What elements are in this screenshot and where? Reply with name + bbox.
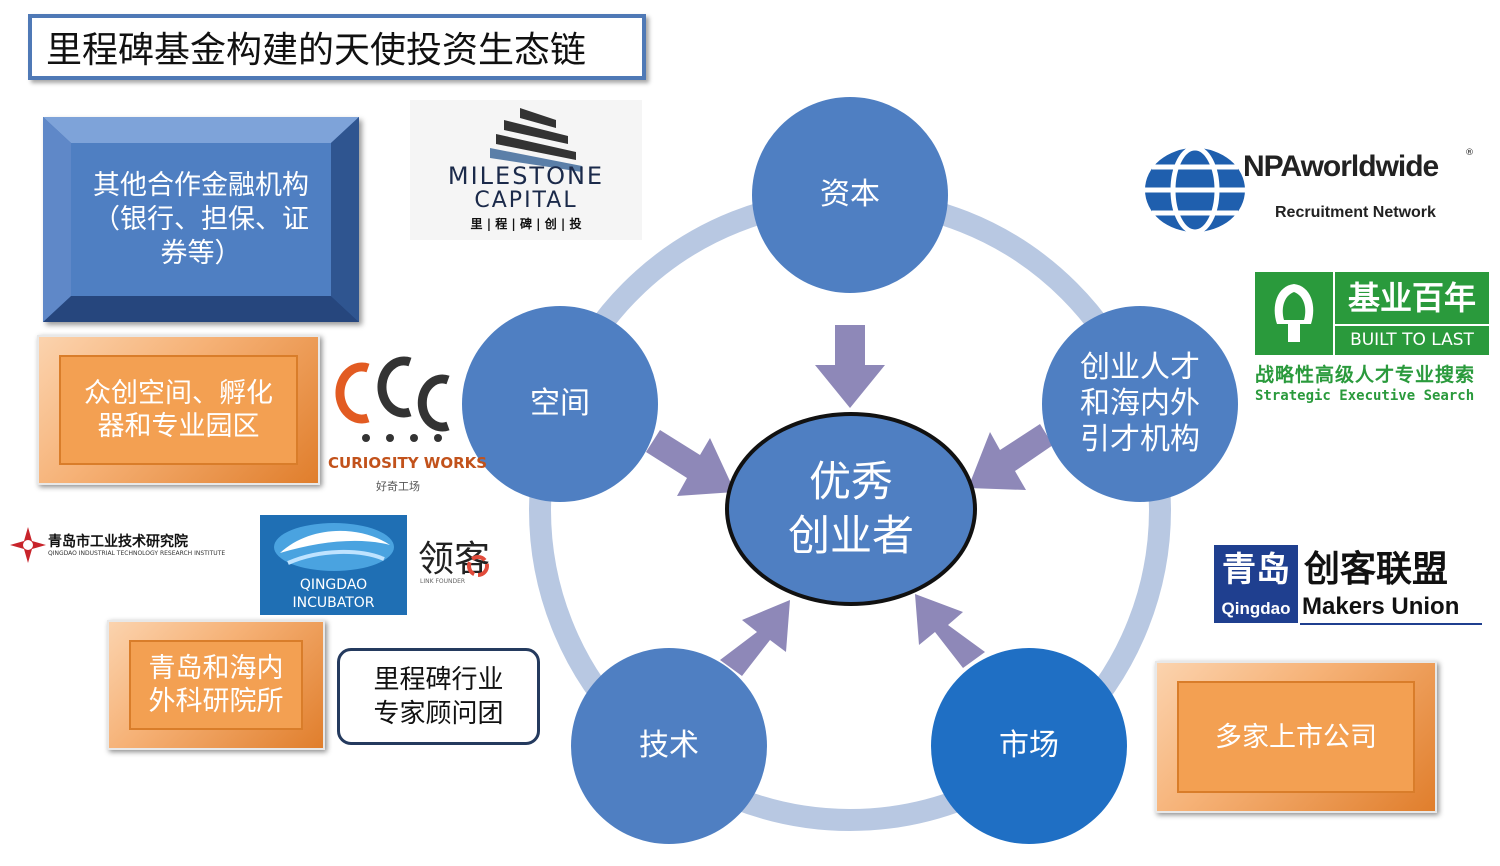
npa-name: NPAworldwide xyxy=(1243,150,1439,183)
milestone-line-1: MILESTONE xyxy=(447,162,605,190)
qingdao-incubator-logo: QINGDAO INCUBATOR xyxy=(260,515,407,615)
milestone-line-2: CAPITAL xyxy=(474,188,578,213)
curiosity-ccc-icon xyxy=(335,356,450,442)
milestone-building-icon xyxy=(490,108,582,172)
incubator-line-1: QINGDAO xyxy=(299,577,368,593)
financial-line-1: 其他合作金融机构 xyxy=(93,169,309,201)
node-talent: 创业人才 和海内外 引才机构 xyxy=(1042,306,1238,502)
qitri-star-icon xyxy=(10,527,46,563)
arrow-from-capital xyxy=(815,325,885,408)
node-talent-line-2: 和海内外 xyxy=(1080,386,1200,421)
built-to-last-logo: 基业百年 BUILT TO LAST 战略性高级人才专业搜索 Strategic… xyxy=(1255,272,1489,412)
node-space: 空间 xyxy=(462,306,658,502)
maker-space-line-1: 众创空间、孵化 xyxy=(84,378,273,409)
listed-companies-box: 多家上市公司 xyxy=(1155,661,1437,813)
node-talent-line-3: 引才机构 xyxy=(1080,422,1200,457)
tree-icon xyxy=(1274,284,1314,342)
arrows xyxy=(646,325,1053,676)
qitri-cn: 青岛市工业技术研究院 xyxy=(48,534,188,550)
link-founder-logo: 领客 LINK FOUNDER xyxy=(410,530,505,590)
maker-space-line-2: 器和专业园区 xyxy=(97,411,260,442)
npa-sub: Recruitment Network xyxy=(1275,204,1436,221)
curiosity-name: CURIOSITY WORKS xyxy=(328,454,488,472)
research-institutes-box: 青岛和海内 外科研院所 xyxy=(107,620,325,750)
arrow-from-talent xyxy=(968,424,1053,490)
milestone-line-3: 里 | 程 | 碑 | 创 | 投 xyxy=(470,217,582,231)
btl-en2: Strategic Executive Search xyxy=(1255,388,1475,404)
qitri-en: QINGDAO INDUSTRIAL TECHNOLOGY RESEARCH I… xyxy=(48,550,226,557)
link-founder-cn: 领客 xyxy=(418,539,491,580)
makers-underline xyxy=(1300,623,1482,625)
node-talent-line-1: 创业人才 xyxy=(1080,350,1200,385)
node-market: 市场 xyxy=(931,648,1127,844)
node-capital-label: 资本 xyxy=(820,177,880,212)
node-tech: 技术 xyxy=(571,648,767,844)
node-market-label: 市场 xyxy=(999,728,1059,763)
advisor-line-2: 专家顾问团 xyxy=(373,698,504,729)
npa-worldwide-logo: NPAworldwide ® Recruitment Network xyxy=(1140,140,1480,240)
listed-companies-label: 多家上市公司 xyxy=(1177,681,1415,793)
financial-institutions-box: 其他合作金融机构 （银行、担保、证 券等） xyxy=(43,117,359,322)
arrow-from-market xyxy=(915,594,985,668)
btl-cn2: 战略性高级人才专业搜索 xyxy=(1255,364,1476,386)
makers-en2: Makers Union xyxy=(1302,593,1460,620)
makers-cn1: 青岛 xyxy=(1214,545,1298,595)
center-line-1: 优秀 xyxy=(808,457,893,506)
center-line-2: 创业者 xyxy=(787,511,914,560)
financial-line-2: （银行、担保、证 xyxy=(93,203,309,235)
milestone-capital-logo: MILESTONE CAPITAL 里 | 程 | 碑 | 创 | 投 xyxy=(410,100,642,240)
maker-space-box: 众创空间、孵化 器和专业园区 xyxy=(37,335,320,485)
globe-icon xyxy=(1145,145,1245,235)
curiosity-works-logo: CURIOSITY WORKS 好奇工场 xyxy=(328,350,488,500)
arrow-from-tech xyxy=(720,600,790,676)
link-founder-ring-icon xyxy=(467,555,489,577)
advisor-line-1: 里程碑行业 xyxy=(373,664,504,695)
curiosity-sub: 好奇工场 xyxy=(376,480,420,493)
financial-line-3: 券等） xyxy=(160,237,242,269)
research-line-1: 青岛和海内 xyxy=(148,653,284,684)
makers-cn2: 创客联盟 xyxy=(1304,549,1449,590)
npa-registered-mark: ® xyxy=(1465,148,1474,158)
expert-advisor-box: 里程碑行业 专家顾问团 xyxy=(337,648,540,745)
node-space-label: 空间 xyxy=(530,386,590,421)
makers-en1: Qingdao xyxy=(1214,595,1298,623)
incubator-line-2: INCUBATOR xyxy=(292,595,375,611)
btl-en: BUILT TO LAST xyxy=(1335,326,1489,355)
btl-cn: 基业百年 xyxy=(1335,272,1489,324)
link-founder-en: LINK FOUNDER xyxy=(420,578,466,585)
page-title: 里程碑基金构建的天使投资生态链 xyxy=(28,14,646,80)
qitri-logo: 青岛市工业技术研究院 QINGDAO INDUSTRIAL TECHNOLOGY… xyxy=(10,527,240,563)
research-line-2: 外科研院所 xyxy=(148,686,284,717)
node-capital: 资本 xyxy=(752,97,948,293)
center-entrepreneur: 优秀 创业者 xyxy=(725,412,977,606)
arrow-from-space xyxy=(646,430,735,496)
incubator-wave-icon xyxy=(274,523,394,571)
makers-union-logo: 青岛 创客联盟 Qingdao Makers Union xyxy=(1214,545,1482,625)
tree-icon-block xyxy=(1255,272,1333,355)
node-tech-label: 技术 xyxy=(639,728,699,763)
